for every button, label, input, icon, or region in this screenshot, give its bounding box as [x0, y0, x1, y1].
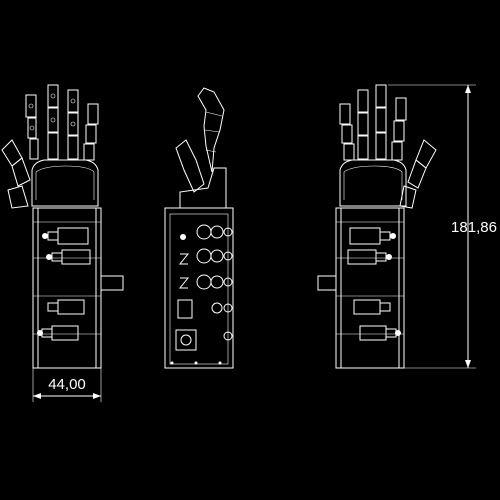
- servo-motor: [46, 249, 91, 265]
- servo-motor: [37, 325, 79, 341]
- back-view: 181,86: [317, 84, 497, 369]
- side-view: [164, 87, 234, 369]
- finger: [375, 84, 387, 160]
- finger: [67, 89, 79, 160]
- servo-motor: [47, 299, 85, 315]
- servo-motor: [349, 227, 396, 245]
- height-dimension-label: 181,86: [451, 219, 497, 236]
- thumb-profile: [175, 139, 205, 193]
- hand-profile: [179, 167, 227, 209]
- wrist-bracket: [100, 275, 124, 291]
- width-dimension: 44,00: [32, 368, 102, 402]
- thumb: [399, 139, 437, 209]
- servo-motor: [42, 227, 89, 245]
- finger: [357, 89, 369, 160]
- finger: [25, 94, 39, 160]
- finger: [47, 84, 59, 160]
- height-dimension: 181,86: [388, 84, 497, 369]
- width-dimension-label: 44,00: [48, 376, 86, 393]
- finger: [83, 103, 99, 161]
- palm: [31, 159, 99, 207]
- thumb: [1, 139, 31, 209]
- wrist-bracket: [317, 275, 337, 291]
- servo-motor: [347, 249, 392, 265]
- finger: [391, 97, 407, 161]
- finger-profile: [197, 87, 225, 173]
- finger: [339, 103, 355, 161]
- servo-motor: [353, 299, 391, 315]
- front-view: 44,00: [1, 84, 124, 402]
- gear-assembly: [196, 224, 233, 341]
- palm: [339, 159, 407, 207]
- servo-motor: [359, 325, 401, 341]
